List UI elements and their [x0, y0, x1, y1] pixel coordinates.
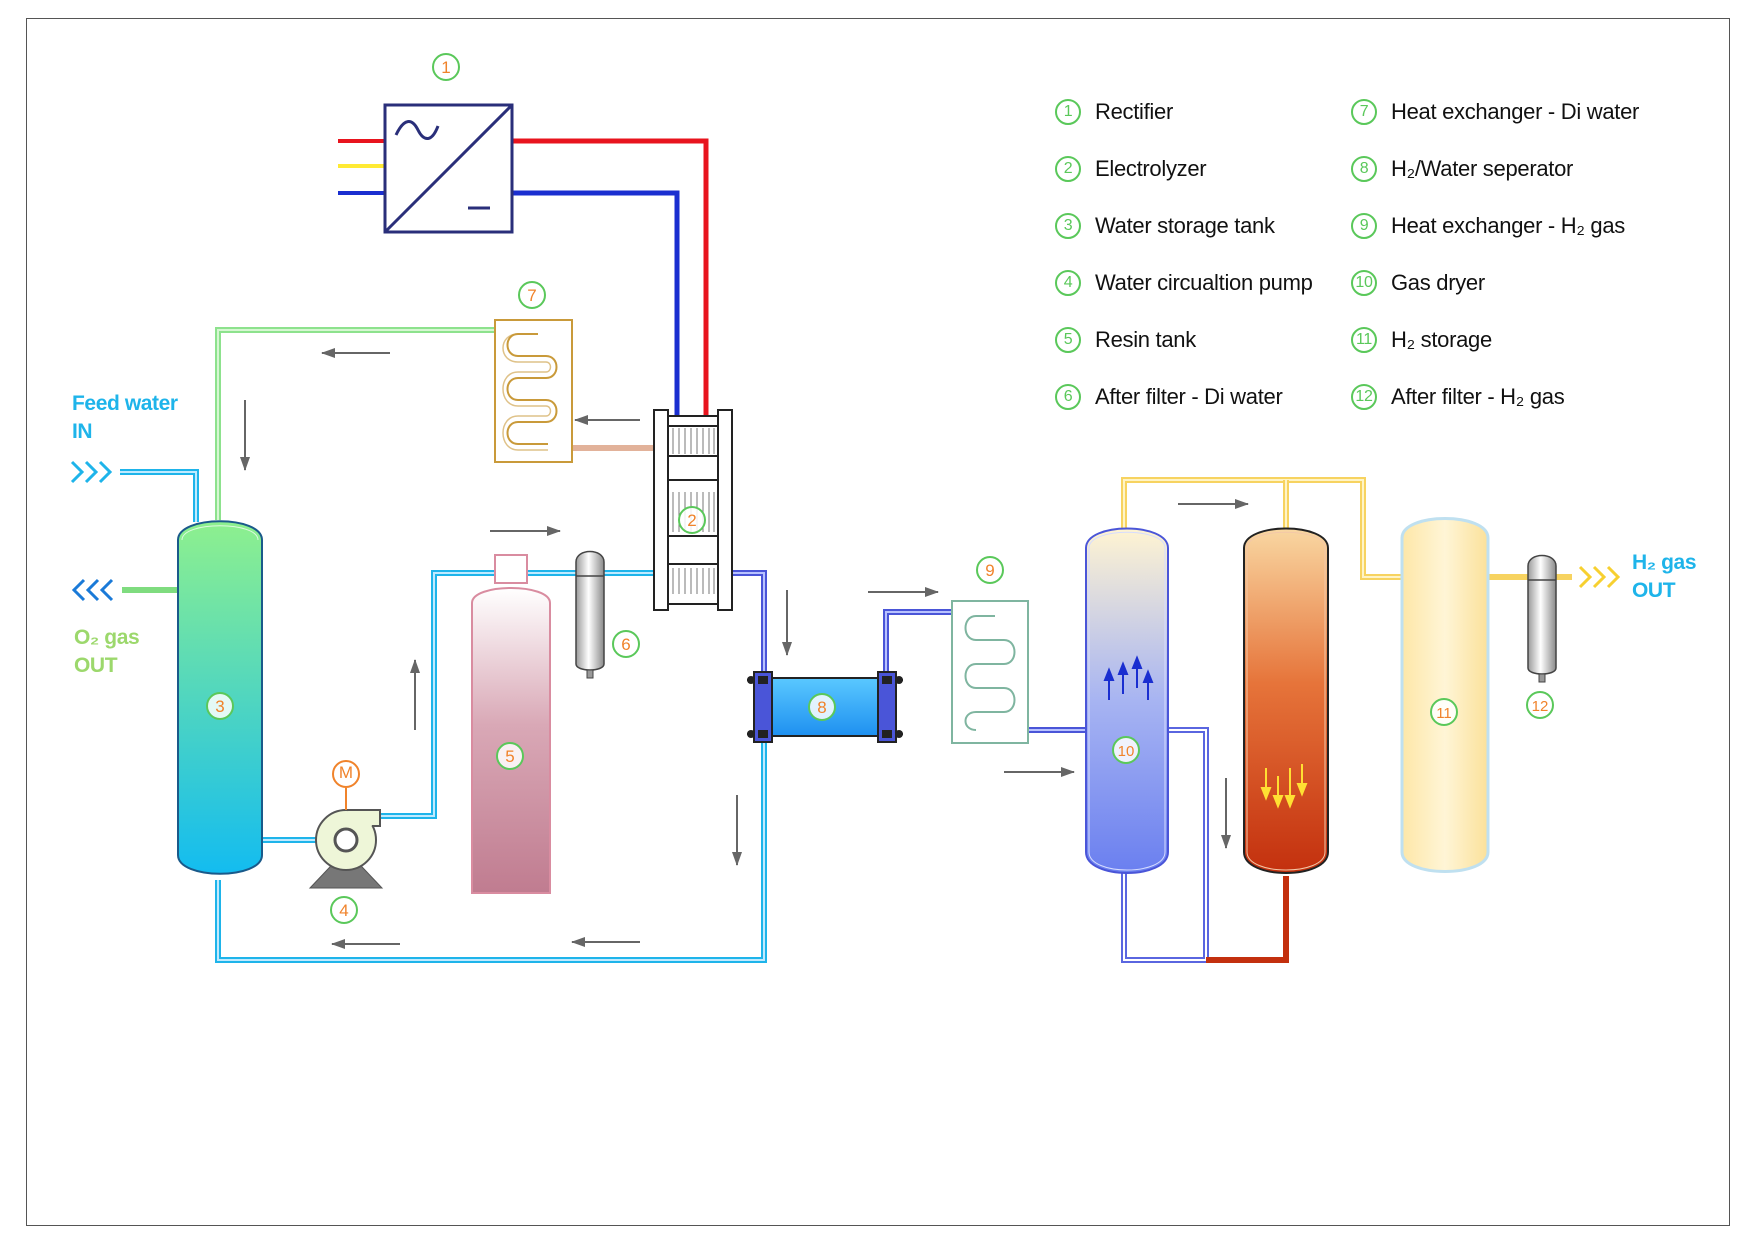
h2-storage-tank	[1400, 517, 1490, 873]
component-number: 7	[527, 286, 536, 305]
component-number-badge: 6	[612, 630, 640, 658]
legend-item: 9 Heat exchanger - H₂ gas	[1351, 206, 1625, 246]
legend-number: 11	[1351, 327, 1377, 353]
component-number: 1	[441, 58, 450, 77]
legend-item: 4 Water circualtion pump	[1055, 263, 1313, 303]
o2-gas-label-line2: OUT	[74, 654, 118, 677]
legend-label: After filter - H₂ gas	[1391, 384, 1565, 409]
component-number-badge: 2	[678, 506, 706, 534]
component-number-badge: 11	[1430, 698, 1458, 726]
feed-water-in-chevrons	[70, 460, 113, 484]
legend-item: 8 H₂/Water seperator	[1351, 149, 1573, 189]
legend-label: After filter - Di water	[1095, 384, 1283, 409]
component-number-badge: 4	[330, 896, 358, 924]
legend-label: Resin tank	[1095, 327, 1196, 352]
component-number-badge: 1	[432, 53, 460, 81]
h2-gas-label-line2: OUT	[1632, 579, 1676, 602]
component-number-badge: 8	[808, 693, 836, 721]
legend-item: 7 Heat exchanger - Di water	[1351, 92, 1639, 132]
component-number: 5	[505, 747, 514, 766]
legend-item: 5 Resin tank	[1055, 320, 1196, 360]
component-number: 3	[215, 697, 224, 716]
dryer2-bottom-pipe	[1206, 876, 1289, 963]
diagram-frame	[26, 18, 1730, 1226]
after-filter-di-water	[575, 550, 605, 679]
gas-dryer	[1085, 527, 1329, 874]
component-number: 4	[339, 901, 348, 920]
o2-gas-label-line1: O₂ gas	[74, 626, 140, 649]
o2-gas-out-label: O₂ gas OUT	[74, 624, 140, 680]
feed-water-pipe	[120, 469, 199, 522]
flow-arrows	[240, 348, 1249, 949]
legend-label: H₂ storage	[1391, 327, 1492, 352]
legend-item: 6 After filter - Di water	[1055, 377, 1283, 417]
legend-number: 4	[1055, 270, 1081, 296]
legend-label: Gas dryer	[1391, 270, 1485, 295]
legend-number: 3	[1055, 213, 1081, 239]
legend-label: H₂/Water seperator	[1391, 156, 1574, 181]
legend-number: 12	[1351, 384, 1377, 410]
component-number-badge: 12	[1526, 691, 1554, 719]
separator-to-hx9-pipe	[883, 609, 952, 676]
component-number-badge: 9	[976, 556, 1004, 584]
h2-gas-out-label: H₂ gas OUT	[1632, 549, 1697, 605]
component-number: 6	[621, 635, 630, 654]
legend-label: Heat exchanger - Di water	[1391, 99, 1640, 124]
component-number: 8	[817, 698, 826, 717]
legend-label: Rectifier	[1095, 99, 1173, 124]
component-number: 9	[985, 561, 994, 580]
motor-icon	[332, 760, 360, 788]
component-number-badge: 10	[1112, 736, 1140, 764]
pipes	[120, 138, 1572, 963]
legend-item: 11 H₂ storage	[1351, 320, 1492, 360]
legend-item: 1 Rectifier	[1055, 92, 1173, 132]
motor-label: M	[338, 763, 354, 782]
heat-exchanger-h2-gas	[951, 600, 1029, 744]
component-number: 12	[1532, 698, 1549, 715]
heat-exchanger-di-water	[494, 319, 573, 463]
legend-item: 3 Water storage tank	[1055, 206, 1275, 246]
electrolyzer	[653, 409, 733, 611]
legend-item: 12 After filter - H₂ gas	[1351, 377, 1565, 417]
rectifier	[383, 103, 514, 234]
o2-gas-out-chevrons	[71, 578, 114, 602]
feed-water-in-label: Feed water IN	[72, 390, 178, 446]
component-number: 11	[1436, 705, 1452, 722]
after-filter-h2-gas	[1527, 554, 1557, 683]
feed-water-label-line1: Feed water	[72, 392, 178, 415]
legend-label: Electrolyzer	[1095, 156, 1207, 181]
h2-gas-label-line1: H₂ gas	[1632, 551, 1697, 574]
legend-number: 1	[1055, 99, 1081, 125]
water-circulation-pump	[308, 760, 384, 889]
legend-label: Water circualtion pump	[1095, 270, 1313, 295]
feed-water-label-line2: IN	[72, 420, 93, 443]
power-negative-line	[512, 190, 680, 416]
component-number: 2	[687, 511, 696, 530]
legend-number: 6	[1055, 384, 1081, 410]
legend-number: 2	[1055, 156, 1081, 182]
legend-number: 5	[1055, 327, 1081, 353]
legend-number: 9	[1351, 213, 1377, 239]
legend-label: Water storage tank	[1095, 213, 1275, 238]
legend-number: 8	[1351, 156, 1377, 182]
resin-tank	[471, 554, 551, 894]
component-number: 10	[1118, 743, 1135, 760]
legend-number: 10	[1351, 270, 1377, 296]
legend-item: 2 Electrolyzer	[1055, 149, 1207, 189]
legend-number: 7	[1351, 99, 1377, 125]
component-number-badge: 5	[496, 742, 524, 770]
legend-item: 10 Gas dryer	[1351, 263, 1485, 303]
component-number-badge: 7	[518, 281, 546, 309]
power-positive-line	[512, 138, 709, 416]
di-water-return-pipe	[215, 327, 495, 520]
legend-label: Heat exchanger - H₂ gas	[1391, 213, 1625, 238]
component-number-badge: 3	[206, 692, 234, 720]
h2-gas-out-chevrons	[1578, 565, 1621, 589]
h2-water-separator	[747, 671, 903, 743]
